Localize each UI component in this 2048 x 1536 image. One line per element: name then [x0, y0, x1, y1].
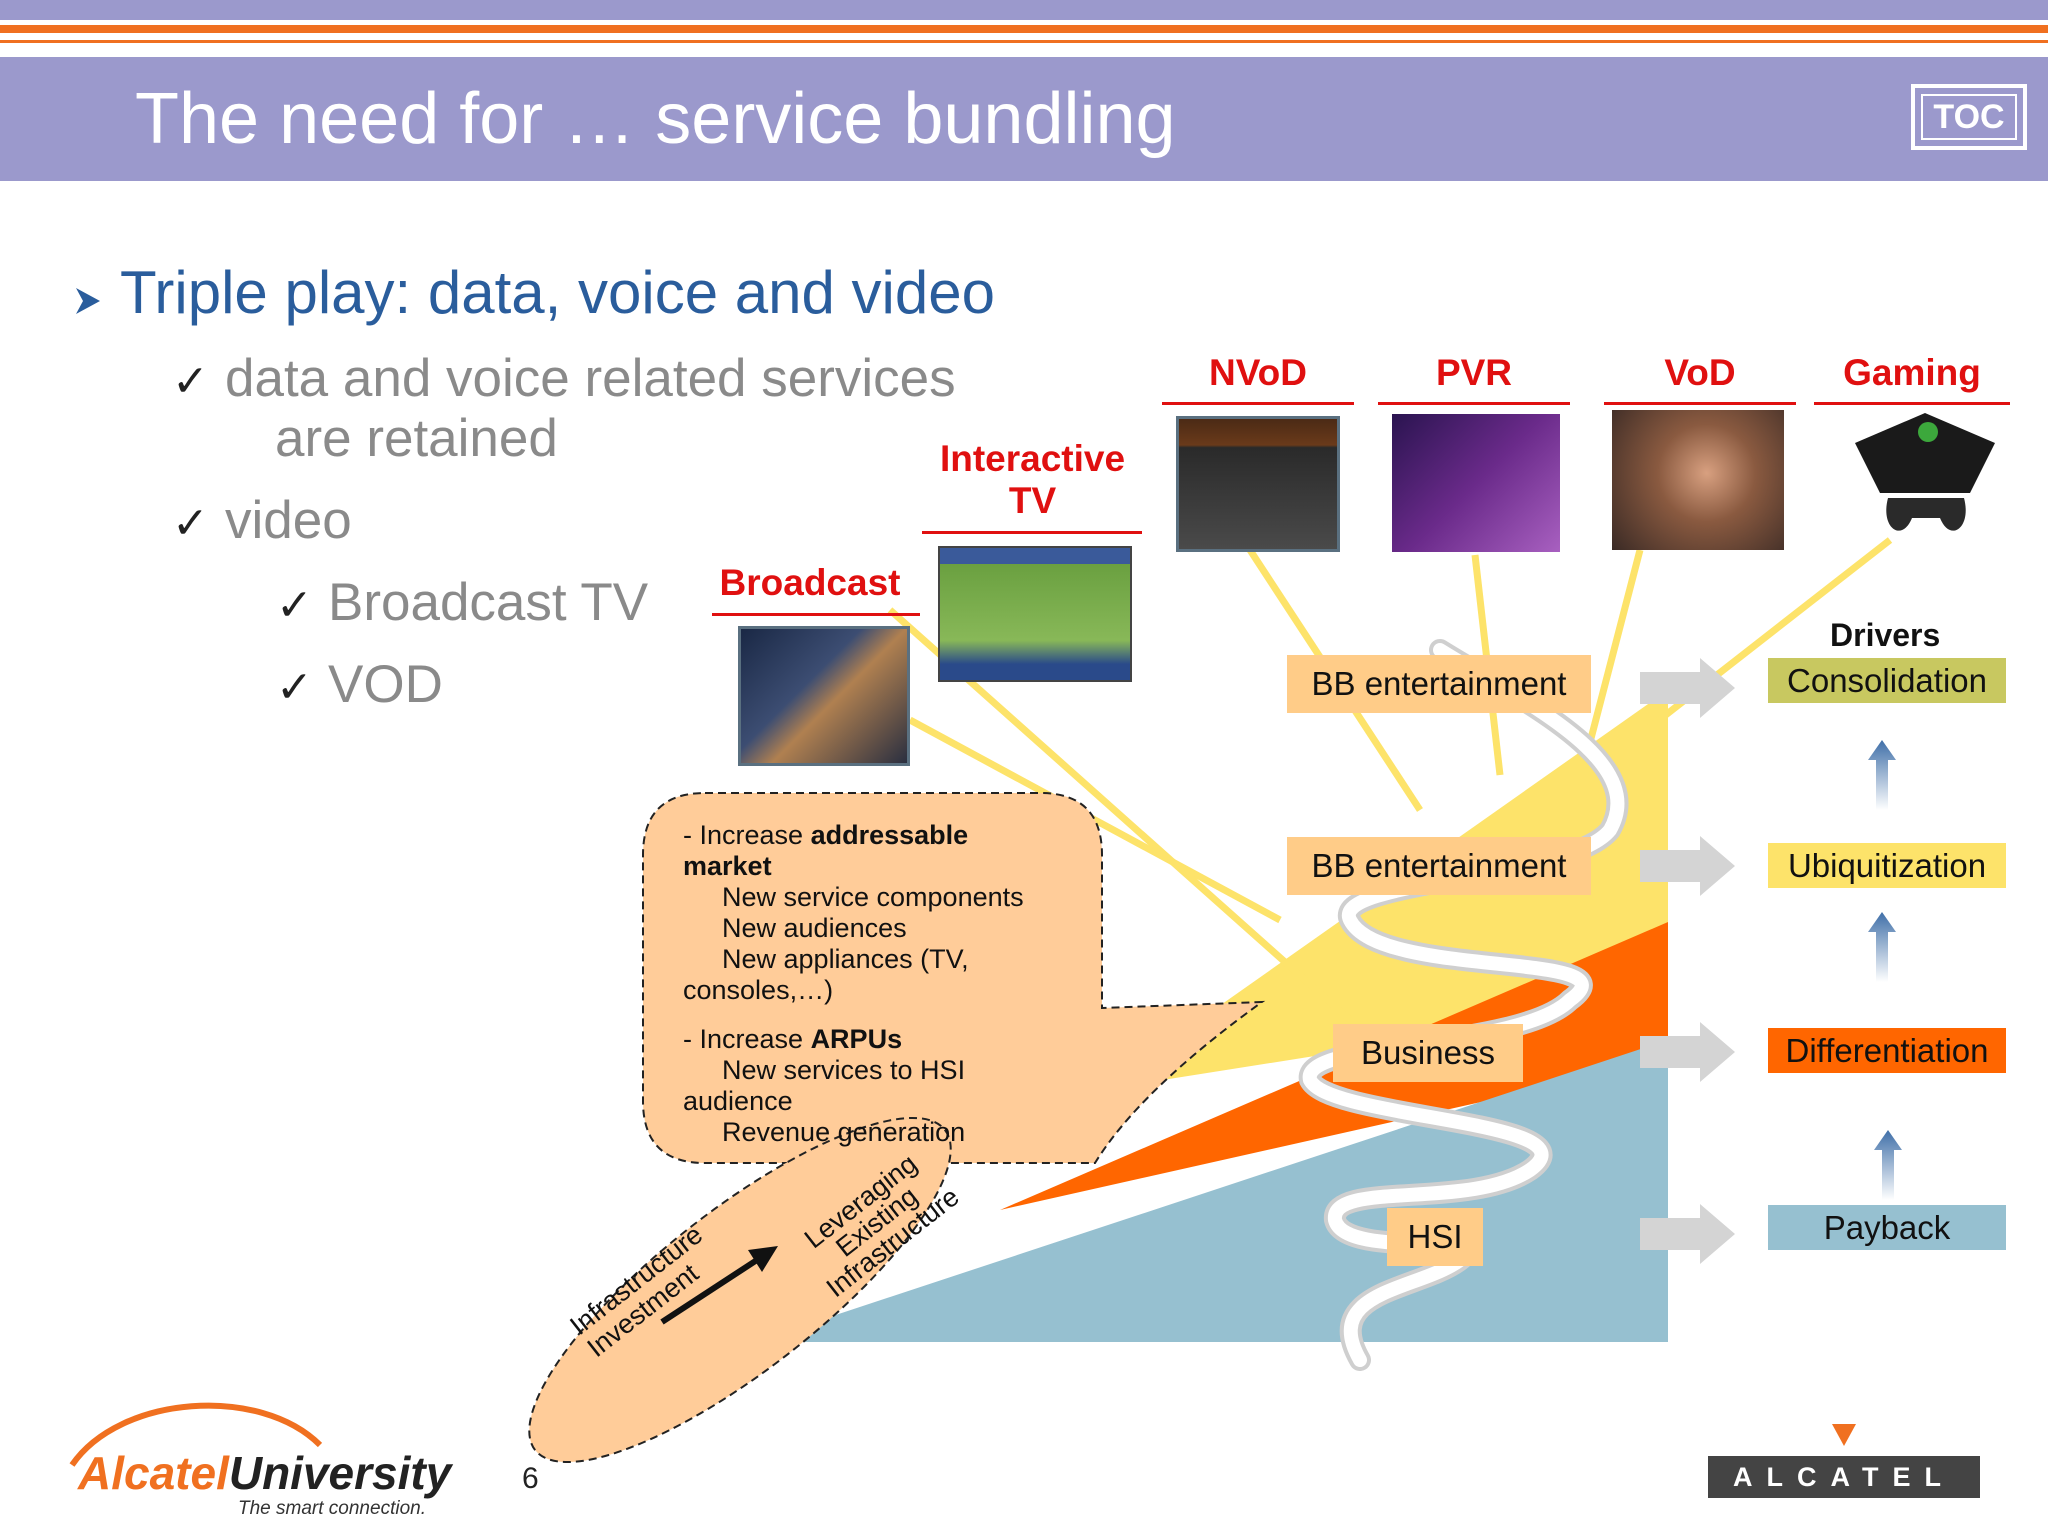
top-accent-bar [0, 0, 2048, 20]
toc-label: TOC [1921, 94, 2017, 140]
label-vod: VoD [1664, 352, 1736, 393]
driver-arrows [1640, 658, 1735, 1264]
label-interactive-tv-line1: Interactive [939, 438, 1126, 479]
interactive-tv-screenshot [938, 546, 1132, 682]
checkmark-icon: ✓ [172, 499, 209, 548]
drivers-heading: Drivers [1830, 617, 1941, 653]
bubble-item1-sub3a: New appliances (TV, [722, 944, 969, 974]
investment-arrow-head [748, 1246, 778, 1272]
bullet-sub2b: VOD [328, 655, 443, 714]
nvod-screenshot [1176, 416, 1340, 552]
logo-alcatel-part: Alcatel [78, 1447, 229, 1499]
checkmark-icon: ✓ [276, 581, 313, 630]
alcatel-logo-triangle [1832, 1424, 1856, 1446]
infrastructure-ellipse [528, 1116, 952, 1464]
alcatel-logo: ALCATEL [1708, 1456, 1980, 1498]
bubble-item1-bold-a: addressable [810, 820, 969, 850]
vod-screenshot [1612, 410, 1784, 550]
label-pvr-underline [1378, 402, 1570, 405]
pvr-screenshot [1392, 414, 1560, 552]
game-console-icon [1855, 413, 1995, 531]
layer-hsi: HSI [1387, 1208, 1483, 1266]
bubble-item1-sub1: New service components [722, 882, 1024, 912]
bubble-item1-prefix: - Increase [683, 820, 811, 850]
label-vod-underline [1604, 402, 1796, 405]
bubble-item1-bold-b: market [683, 851, 772, 881]
label-nvod-underline [1162, 402, 1354, 405]
broadcast-screenshot [738, 626, 910, 766]
logo-university-part: University [228, 1447, 452, 1499]
bullet-sub2a: Broadcast TV [328, 573, 649, 632]
label-pvr: PVR [1435, 352, 1513, 393]
layer-bb-entertainment-mid: BB entertainment [1287, 837, 1591, 895]
logo-tagline: The smart connection. [238, 1498, 426, 1519]
alcatel-university-logo: AlcatelUniversity [78, 1446, 451, 1500]
label-interactive-tv-underline [922, 531, 1142, 534]
checkmark-icon: ✓ [276, 663, 313, 712]
driver-ubiquitization: Ubiquitization [1768, 843, 2006, 888]
page-number: 6 [522, 1462, 539, 1495]
investment-arrow [660, 1255, 762, 1325]
up-arrows [1868, 740, 1902, 1200]
label-gaming: Gaming [1843, 352, 1981, 393]
label-interactive-tv-line2: TV [1008, 480, 1057, 521]
title-bar [0, 57, 2048, 181]
toc-button[interactable]: TOC [1911, 84, 2027, 150]
label-nvod: NVoD [1209, 352, 1307, 393]
orange-accent-thin-line [0, 40, 2048, 43]
bubble-item1-sub2: New audiences [722, 913, 907, 943]
label-gaming-underline [1814, 402, 2010, 405]
bubble-item2-sub1: New services to HSI [722, 1055, 966, 1085]
bubble-item1-sub3b: consoles,…) [683, 975, 834, 1005]
bullet-sub2: video [225, 491, 352, 550]
bubble-item2-sub2: Revenue generation [722, 1117, 966, 1147]
callout-bubble [642, 792, 1266, 1164]
label-broadcast: Broadcast [719, 562, 901, 603]
bullet-sub1-line2: are retained [275, 409, 558, 468]
driver-consolidation: Consolidation [1768, 658, 2006, 703]
orange-accent-line [0, 25, 2048, 33]
checkmark-icon: ✓ [172, 357, 209, 406]
bubble-item2-prefix: - Increase [683, 1024, 811, 1054]
driver-differentiation: Differentiation [1768, 1028, 2006, 1073]
callout-text: - Increase addressable market New servic… [683, 820, 1083, 1148]
label-broadcast-underline [712, 613, 920, 616]
layer-business: Business [1333, 1024, 1523, 1082]
bullet-main: Triple play: data, voice and video [120, 259, 995, 326]
bubble-item2-bold: ARPUs [810, 1024, 903, 1054]
bullet-sub1-line1: data and voice related services [225, 349, 956, 408]
slide-title: The need for … service bundling [135, 79, 1176, 159]
bullet-arrow-icon [76, 288, 100, 314]
bubble-item2-sub1b: audience [683, 1086, 793, 1116]
alcatel-university-swoosh [69, 1402, 323, 1467]
layer-bb-entertainment-top: BB entertainment [1287, 655, 1591, 713]
driver-payback: Payback [1768, 1205, 2006, 1250]
